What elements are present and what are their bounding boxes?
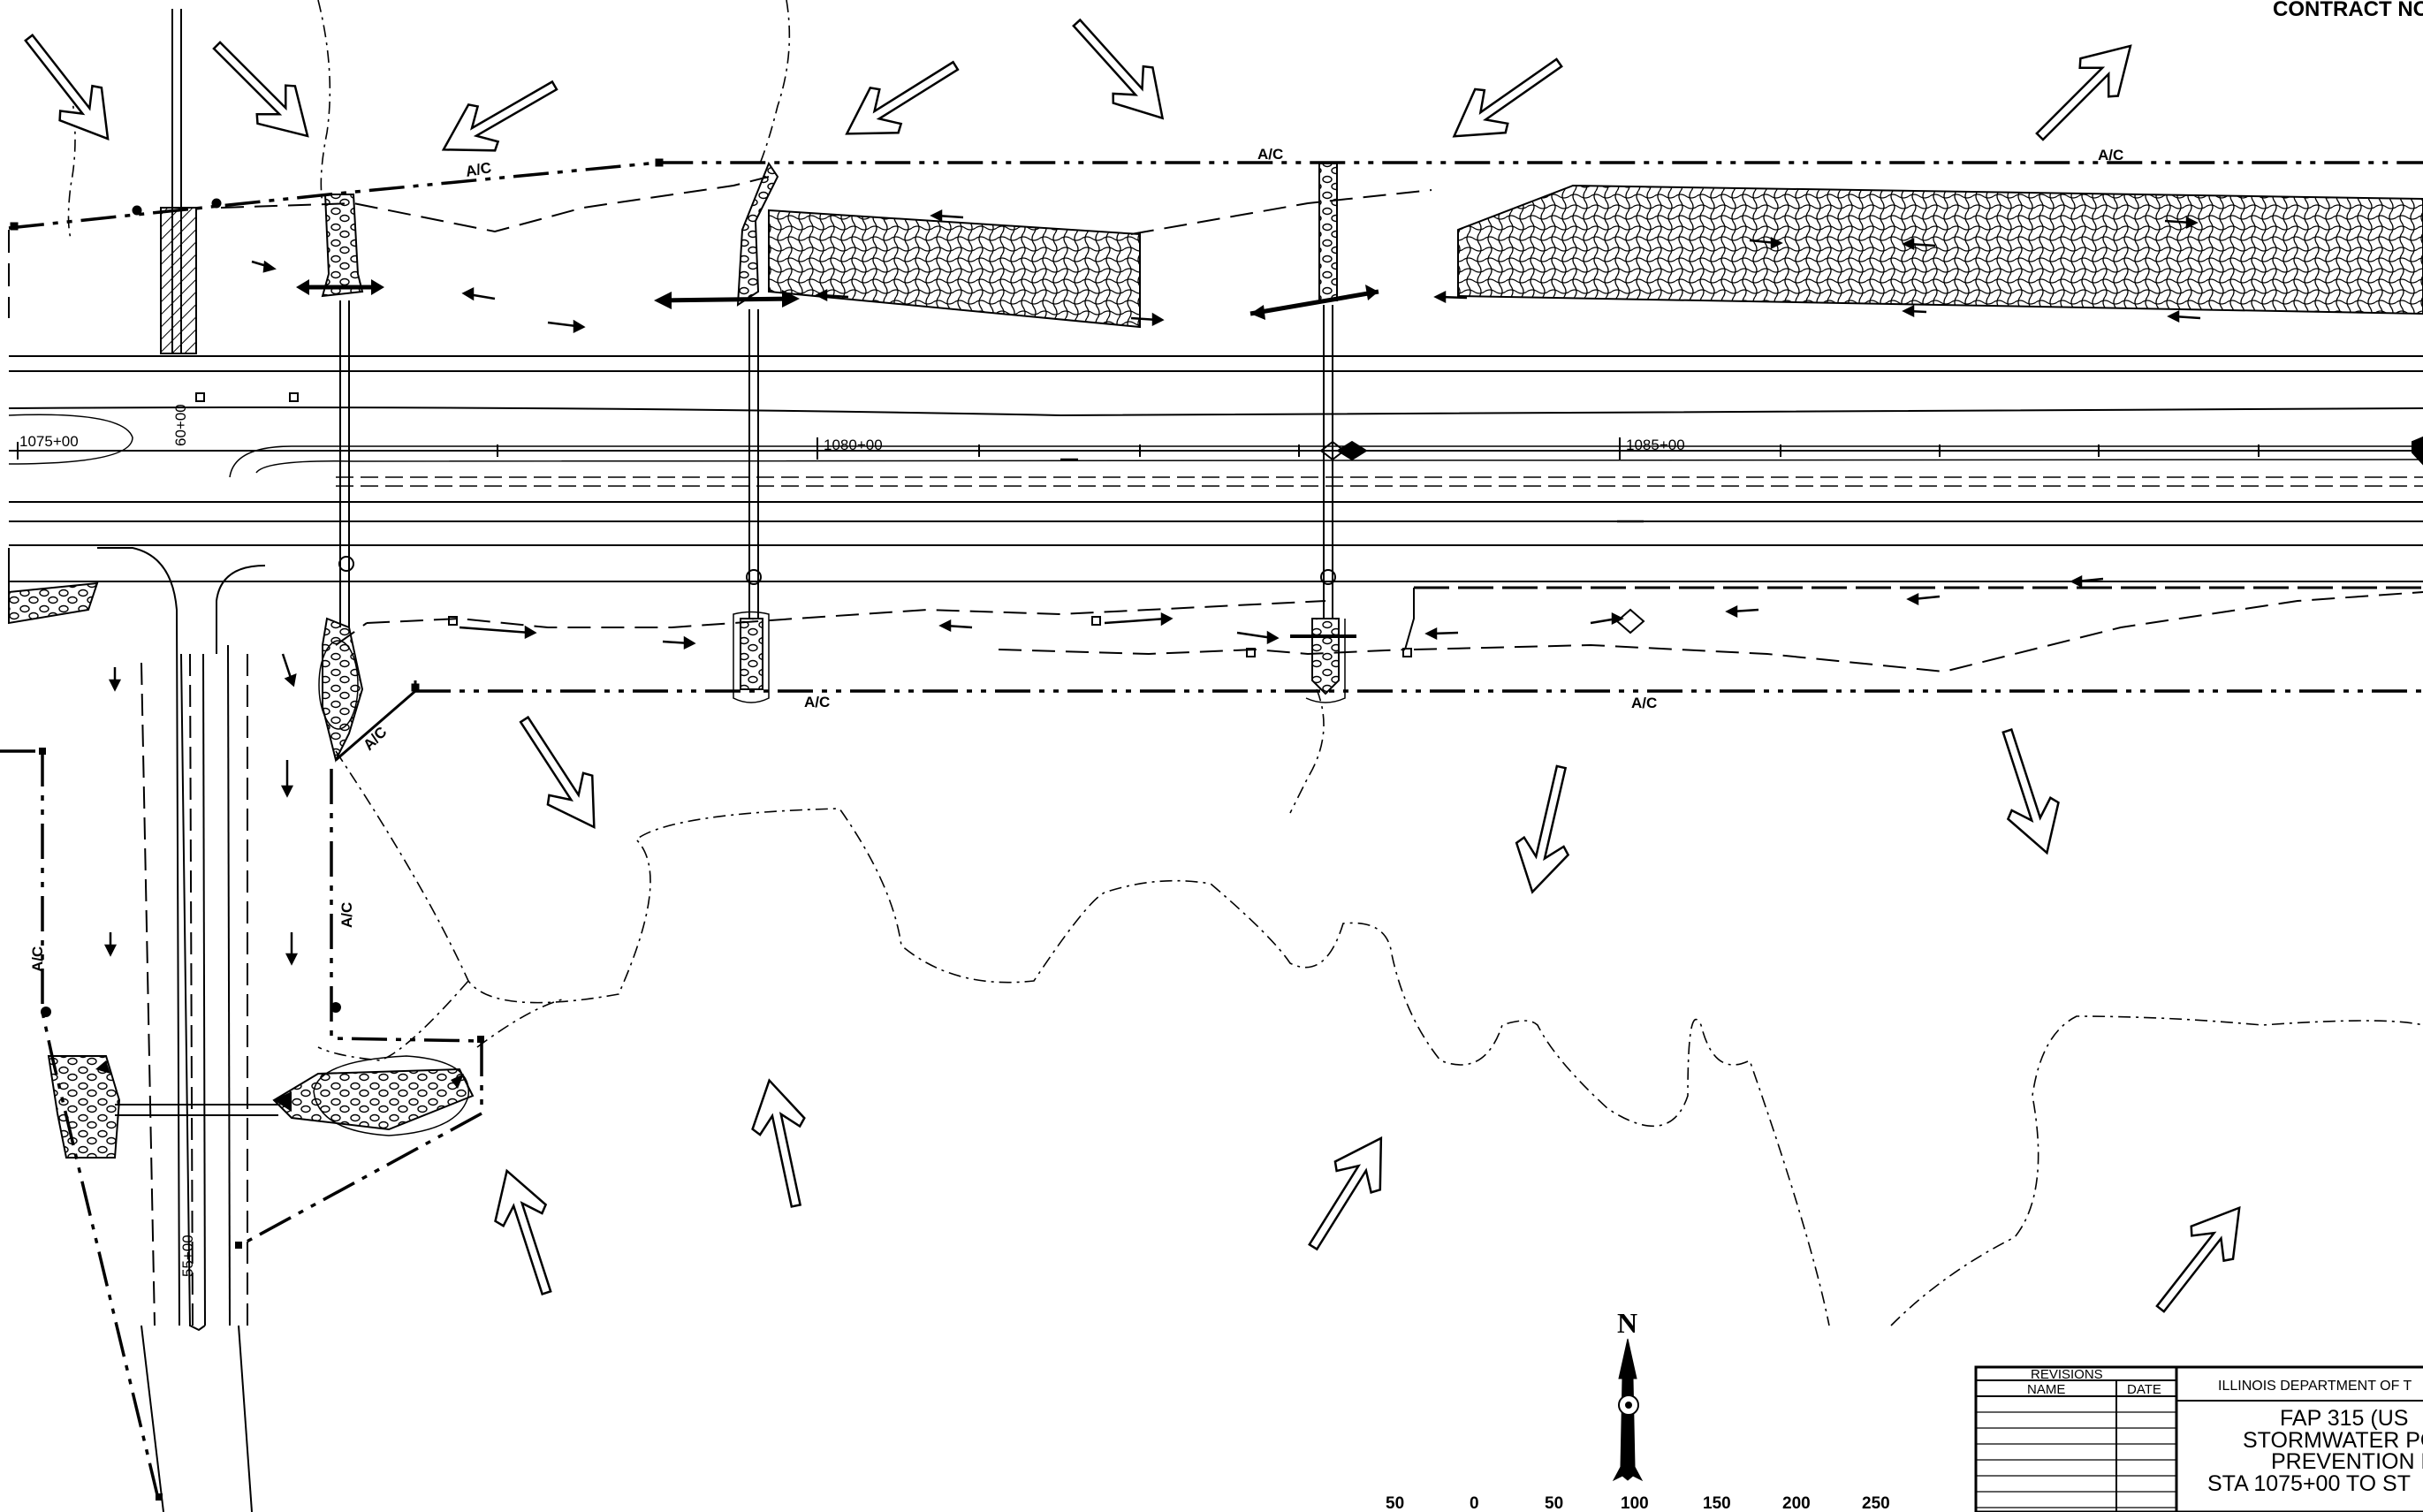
drainage-arrow bbox=[519, 715, 596, 830]
scale-tick: 50 bbox=[1386, 1494, 1404, 1512]
scale-bar: 50 0 50 100 150 200 250 bbox=[1386, 1494, 1890, 1512]
riprap-outlet-3 bbox=[1249, 163, 1379, 320]
north-arrow-letter: N bbox=[1617, 1307, 1637, 1339]
riprap-outlet-2 bbox=[654, 161, 800, 309]
contract-number-label: CONTRACT NO bbox=[2273, 0, 2423, 21]
drainage-arrow bbox=[2001, 728, 2060, 855]
drainage-arrow bbox=[1452, 57, 1563, 138]
drainage-arrow bbox=[1515, 764, 1570, 894]
culverts bbox=[115, 300, 1336, 1116]
north-arrow: N bbox=[1612, 1307, 1644, 1482]
drainage-arrow bbox=[2155, 1205, 2241, 1313]
scale-tick: 100 bbox=[1621, 1494, 1649, 1512]
drainage-arrow bbox=[751, 1078, 806, 1208]
station-1085-label: 1085+00 bbox=[1626, 437, 1685, 453]
scale-tick: 200 bbox=[1782, 1494, 1811, 1512]
title-block-line1: FAP 315 (US bbox=[2280, 1406, 2408, 1431]
drainage-arrow bbox=[441, 80, 558, 152]
side-road-station-55: 55+00 bbox=[179, 1235, 196, 1277]
scale-tick: 50 bbox=[1545, 1494, 1563, 1512]
ac-label: A/C bbox=[1257, 146, 1283, 163]
inlet-markers bbox=[195, 392, 2423, 657]
riprap-outlet-7 bbox=[272, 1055, 475, 1136]
side-road bbox=[8, 9, 266, 1512]
drainage-arrow bbox=[2035, 44, 2132, 141]
highway-centerline-dashes bbox=[336, 476, 2423, 487]
riprap-outlet-4 bbox=[318, 617, 364, 763]
ac-label: A/C bbox=[29, 946, 46, 972]
drainage-arrow bbox=[212, 41, 309, 138]
tree-line-boundary bbox=[67, 0, 2423, 1326]
drainage-arrow bbox=[24, 33, 110, 141]
ac-label: A/C bbox=[804, 694, 830, 710]
ac-label: A/C bbox=[338, 902, 355, 928]
revisions-col-date: DATE bbox=[2127, 1382, 2161, 1397]
erosion-control-blanket-east bbox=[1457, 184, 2423, 315]
title-block-line3: PREVENTION P bbox=[2271, 1449, 2423, 1474]
station-1075-label: 1075+00 bbox=[19, 433, 79, 450]
access-control-line-bottom bbox=[335, 680, 2423, 762]
access-control-line-left bbox=[0, 749, 483, 1503]
highway-pavement bbox=[8, 355, 2423, 650]
riprap-outlet-9 bbox=[8, 581, 99, 625]
drainage-direction-arrows bbox=[24, 18, 2241, 1313]
ac-label: A/C bbox=[464, 159, 492, 180]
revisions-title: REVISIONS bbox=[2031, 1367, 2103, 1382]
scale-tick: 150 bbox=[1703, 1494, 1731, 1512]
drainage-arrow bbox=[1308, 1136, 1383, 1251]
scale-tick: 0 bbox=[1470, 1494, 1479, 1512]
side-road-station-60: 60+00 bbox=[172, 404, 189, 446]
ac-label: A/C bbox=[1631, 695, 1657, 711]
title-block-agency: ILLINOIS DEPARTMENT OF T bbox=[2218, 1379, 2412, 1394]
riprap-outlet-6 bbox=[1290, 618, 1356, 703]
title-block bbox=[2175, 1365, 2423, 1512]
station-1080-label: 1080+00 bbox=[824, 437, 883, 453]
title-block-line4: STA 1075+00 TO ST bbox=[2207, 1471, 2411, 1496]
side-road-dashes bbox=[141, 653, 248, 1326]
revisions-col-name: NAME bbox=[2027, 1382, 2065, 1397]
flow-arrows bbox=[103, 209, 2201, 966]
ac-label: A/C bbox=[360, 724, 390, 754]
drainage-arrow bbox=[845, 60, 960, 135]
scale-tick: 250 bbox=[1862, 1494, 1890, 1512]
riprap-outlet-5 bbox=[733, 611, 770, 703]
riprap-outlet-1 bbox=[296, 194, 384, 298]
drainage-arrow bbox=[1072, 18, 1165, 120]
ac-label: A/C bbox=[2098, 147, 2123, 163]
title-block-line2: STORMWATER POL bbox=[2243, 1428, 2423, 1453]
station-ticks bbox=[17, 437, 2260, 460]
riprap-outlet-8 bbox=[47, 1055, 121, 1159]
hatched-pavement bbox=[160, 207, 197, 354]
drainage-arrow bbox=[494, 1168, 552, 1295]
erosion-control-blanket-west bbox=[768, 209, 1141, 329]
